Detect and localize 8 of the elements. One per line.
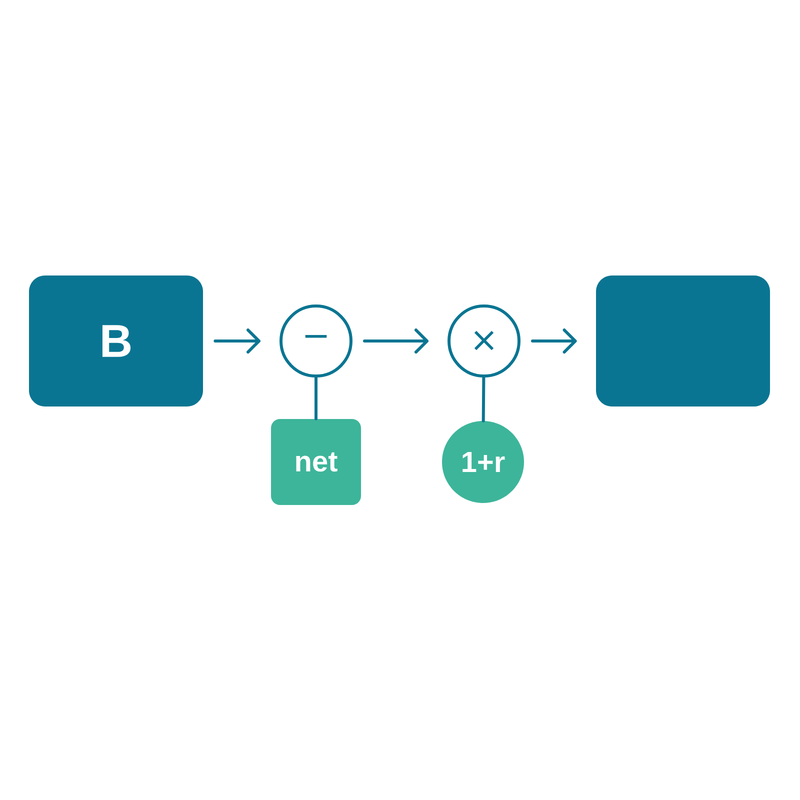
- connector-line: [314, 376, 318, 420]
- process-box: [596, 276, 770, 406]
- arrow: [531, 328, 577, 354]
- arrow: [363, 328, 428, 354]
- process-box: B: [29, 276, 203, 406]
- value-box: net: [271, 419, 361, 505]
- connector-line: [482, 376, 486, 422]
- arrow: [214, 328, 260, 354]
